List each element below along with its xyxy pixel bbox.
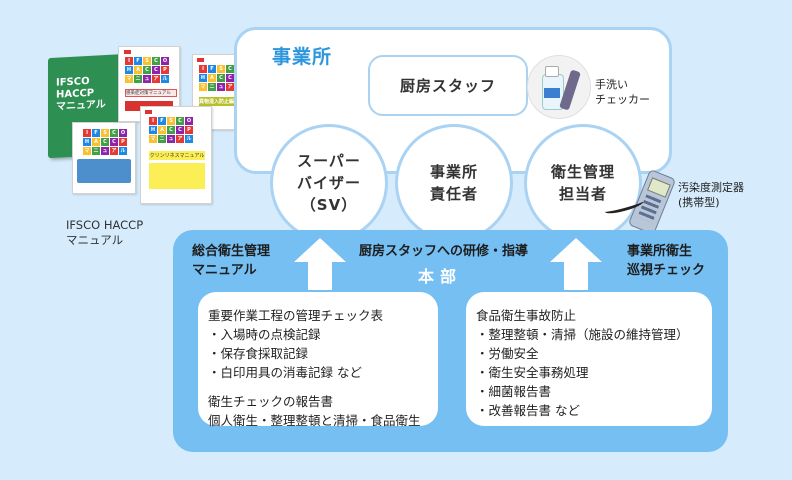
booklet-title-1: 感染症対策マニュアル bbox=[125, 89, 177, 97]
booklet-tile: ル bbox=[185, 135, 193, 143]
booklet-tile: ュ bbox=[167, 135, 175, 143]
manual-caption-line2: マニュアル bbox=[66, 233, 124, 247]
right-panel-line: ・衛生安全事務処理 bbox=[476, 365, 589, 380]
binder-cover-title: IFSCO HACCP マニュアル bbox=[56, 75, 106, 113]
booklet-tile: P bbox=[161, 66, 169, 74]
booklet-tile: A bbox=[92, 138, 100, 146]
hq-right-label: 事業所衛生 巡視チェック bbox=[627, 244, 706, 278]
booklet-tile: ニ bbox=[92, 147, 100, 155]
handwash-checker-image bbox=[527, 55, 591, 119]
arrow-up-right bbox=[550, 238, 602, 290]
booklet-tile: ア bbox=[176, 135, 184, 143]
booklet-tile: H bbox=[149, 126, 157, 134]
booklet-title-2: 異物混入防止編 bbox=[199, 97, 249, 106]
left-panel-line: ・入場時の点検記録 bbox=[208, 327, 321, 342]
right-panel-line: ・細菌報告書 bbox=[476, 384, 552, 399]
booklet-tile: ア bbox=[152, 75, 160, 83]
booklet-tile: S bbox=[217, 65, 225, 73]
booklet-tile: C bbox=[226, 65, 234, 73]
contamination-meter-label: 汚染度測定器 (携帯型) bbox=[678, 181, 744, 209]
booklet-tile: H bbox=[125, 66, 133, 74]
hq-left-panel: 重要作業工程の管理チェック表 ・入場時の点検記録 ・保存食採取記録 ・白印用具の… bbox=[198, 292, 438, 428]
manual-caption: IFSCO HACCP マニュアル bbox=[66, 218, 143, 248]
booklet-tile: S bbox=[167, 117, 175, 125]
booklet-tile: C bbox=[167, 126, 175, 134]
supervisor-label: スーパー バイザー （SV） bbox=[296, 152, 361, 214]
booklet-tile: H bbox=[199, 74, 207, 82]
booklet-tile: P bbox=[185, 126, 193, 134]
booklet-tile: P bbox=[119, 138, 127, 146]
office-title: 事業所 bbox=[272, 46, 333, 68]
left-panel-line: ・保存食採取記録 bbox=[208, 346, 309, 361]
booklet-title-3: クリンリネスマニュアル bbox=[149, 151, 205, 160]
booklet-tile: F bbox=[158, 117, 166, 125]
booklet-tile: C bbox=[110, 129, 118, 137]
booklet-tile: F bbox=[92, 129, 100, 137]
booklet-tile: ニ bbox=[134, 75, 142, 83]
supervisor-circle: スーパー バイザー （SV） bbox=[270, 124, 388, 242]
booklet-tile: I bbox=[199, 65, 207, 73]
booklet-tile: S bbox=[143, 57, 151, 65]
booklet-tile: ア bbox=[226, 83, 234, 91]
manual-caption-line1: IFSCO HACCP bbox=[66, 218, 144, 232]
handwash-checker-label: 手洗い チェッカー bbox=[595, 78, 650, 106]
booklet-tile: マ bbox=[199, 83, 207, 91]
hygiene-manager-label: 衛生管理 担当者 bbox=[550, 163, 615, 203]
booklet-tile: ル bbox=[161, 75, 169, 83]
booklet-tile: C bbox=[152, 57, 160, 65]
booklet-tile: O bbox=[161, 57, 169, 65]
booklet-tile: I bbox=[83, 129, 91, 137]
booklet-tile: ュ bbox=[143, 75, 151, 83]
right-panel-line: ・改善報告書 など bbox=[476, 403, 580, 418]
hq-right-panel: 食品衛生事故防止 ・整理整頓・清掃（施設の維持管理） ・労働安全 ・衛生安全事務… bbox=[466, 292, 712, 426]
booklet-tile: C bbox=[101, 138, 109, 146]
booklet-tile: ニ bbox=[208, 83, 216, 91]
office-manager-circle: 事業所 責任者 bbox=[395, 124, 513, 242]
booklet-tile: C bbox=[226, 74, 234, 82]
booklet-tile: A bbox=[134, 66, 142, 74]
right-panel-line: 食品衛生事故防止 bbox=[476, 308, 577, 323]
booklet-tile: ル bbox=[119, 147, 127, 155]
booklet-tile: ア bbox=[110, 147, 118, 155]
booklet-tile: I bbox=[125, 57, 133, 65]
left-panel-line: 衛生チェックの報告書 bbox=[208, 394, 334, 409]
booklet-tile: C bbox=[217, 74, 225, 82]
booklet-tile: マ bbox=[149, 135, 157, 143]
right-panel-line: ・労働安全 bbox=[476, 346, 539, 361]
booklet-tile: F bbox=[134, 57, 142, 65]
booklet-tile: マ bbox=[125, 75, 133, 83]
right-panel-line: ・整理整頓・清掃（施設の維持管理） bbox=[476, 327, 689, 342]
booklet-tile: O bbox=[119, 129, 127, 137]
left-panel-line: ・白印用具の消毒記録 など bbox=[208, 365, 362, 380]
booklet-tile: C bbox=[176, 126, 184, 134]
hq-left-label: 総合衛生管理 マニュアル bbox=[192, 244, 271, 278]
contamination-meter-image bbox=[600, 168, 677, 236]
office-manager-label: 事業所 責任者 bbox=[429, 163, 478, 203]
booklet-tile: ュ bbox=[101, 147, 109, 155]
booklet-tile: I bbox=[149, 117, 157, 125]
kitchen-staff-box: 厨房スタッフ bbox=[368, 55, 528, 116]
booklet-tile: S bbox=[101, 129, 109, 137]
arrow-up-left bbox=[294, 238, 346, 290]
booklet-tile: ュ bbox=[217, 83, 225, 91]
booklet-tile: O bbox=[185, 117, 193, 125]
booklet-tile: マ bbox=[83, 147, 91, 155]
booklet-tile: A bbox=[208, 74, 216, 82]
left-panel-line: 個人衛生・整理整頓と清掃・食品衛生 bbox=[208, 413, 421, 428]
hq-center-label: 厨房スタッフへの研修・指導 bbox=[359, 244, 529, 259]
left-panel-line: 重要作業工程の管理チェック表 bbox=[208, 308, 384, 323]
booklet-tile: F bbox=[208, 65, 216, 73]
hq-title: 本部 bbox=[418, 267, 463, 286]
booklet-tile: H bbox=[83, 138, 91, 146]
booklet-tile: A bbox=[158, 126, 166, 134]
booklet-tile: C bbox=[152, 66, 160, 74]
booklet-tile: C bbox=[110, 138, 118, 146]
booklet-tile: ニ bbox=[158, 135, 166, 143]
booklet-tile: C bbox=[143, 66, 151, 74]
booklet-tile: C bbox=[176, 117, 184, 125]
